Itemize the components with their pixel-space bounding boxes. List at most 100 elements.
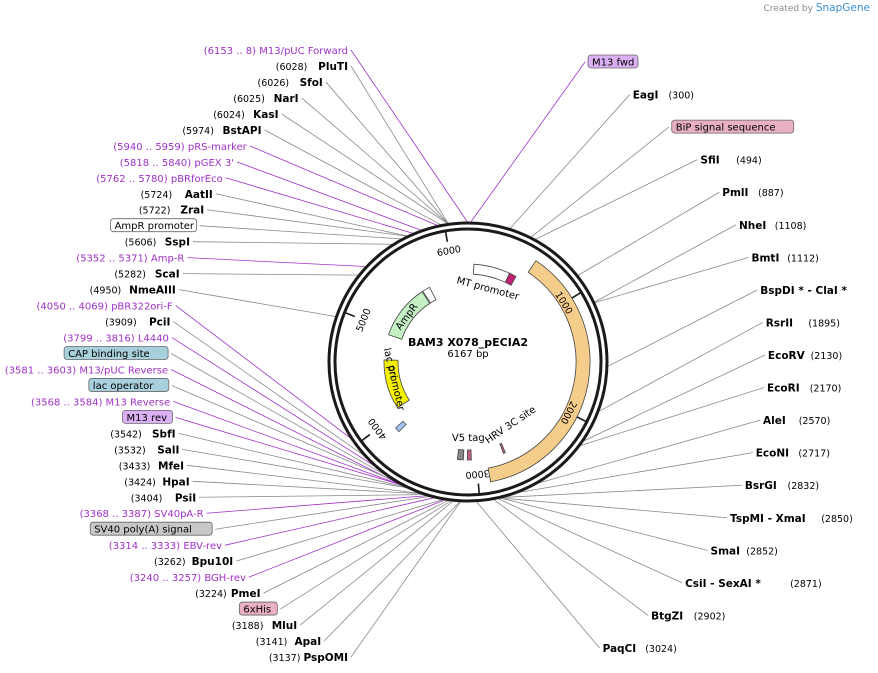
label-right-12-position: (2717) <box>798 449 830 460</box>
label-left-30: SV40 poly(A) signal <box>89 521 213 536</box>
label-left-18-leader <box>171 337 375 466</box>
label-left-16: (4050 .. 4069) pBR322ori-F <box>36 302 172 313</box>
label-left-0-leader <box>350 49 468 223</box>
label-left-31: (3314 .. 3333) EBV-rev <box>109 541 222 552</box>
feature-arc-lac-promoter <box>394 420 407 433</box>
label-left-25-leader <box>182 448 407 489</box>
label-left-13-leader <box>187 257 366 267</box>
label-left-29-feature: (3368 .. 3387) SV40pA-R <box>80 509 204 520</box>
label-left-17-name: PciI <box>149 317 170 329</box>
feature-arc-ampr <box>388 291 431 340</box>
label-left-18-feature: (3799 .. 3816) L4440 <box>63 334 169 345</box>
tick-label-3000: 3000 <box>465 467 490 480</box>
label-right-17-position: (2902) <box>694 611 726 622</box>
label-left-38-leader <box>350 501 461 658</box>
label-left-2-position: (6026) <box>258 78 290 89</box>
label-left-22: (3568 .. 3584) M13 Reverse <box>31 397 170 408</box>
label-right-5-leader <box>594 224 737 303</box>
label-left-28-leader <box>199 494 424 498</box>
label-right-8: RsrII(1895) <box>766 317 840 329</box>
label-right-2-box <box>671 119 795 134</box>
label-left-19-box <box>63 346 169 360</box>
label-left-23-leader <box>175 417 401 486</box>
label-left-32-position: (3262) <box>154 557 186 568</box>
label-left-20: (3581 .. 3603) M13/pUC Reverse <box>5 365 168 376</box>
label-right-3: SfiI(494) <box>700 155 761 167</box>
label-right-5-name: NheI <box>739 220 766 232</box>
label-left-25: SalI(3532) <box>114 444 179 456</box>
label-right-7-leader <box>607 289 758 367</box>
label-left-11-text: AmpR promoter <box>115 221 195 232</box>
plasmid-name: BAM3 X078_pECIA2 <box>408 336 528 349</box>
label-left-0: (6153 .. 8) M13/pUC Forward <box>204 46 348 57</box>
label-left-12-position: (5606) <box>125 238 157 249</box>
credit-brand: SnapGene <box>815 2 870 14</box>
label-left-10: ZraI(5722) <box>139 205 204 217</box>
label-right-10-name: EcoRI <box>767 383 800 395</box>
feature-arc-long-cds <box>487 260 591 483</box>
label-right-7-name: BspDI * - ClaI * <box>760 285 847 297</box>
label-left-27: HpaI(3424) <box>124 476 189 488</box>
label-left-3-position: (6025) <box>233 94 265 105</box>
label-left-24: SbfI(3542) <box>110 428 175 440</box>
label-right-9: EcoRV(2130) <box>768 350 842 362</box>
label-right-4-position: (887) <box>758 188 784 199</box>
label-left-36-leader <box>299 500 454 626</box>
label-left-14-name: ScaI <box>155 269 180 281</box>
label-right-15-name: SmaI <box>711 545 741 557</box>
tick-mark-4000 <box>360 433 371 442</box>
label-left-5-leader <box>264 129 441 226</box>
label-left-29: (3368 .. 3387) SV40pA-R <box>80 509 204 520</box>
label-right-18: PaqCI(3024) <box>603 643 677 655</box>
label-left-1: PluTI(6028) <box>276 61 348 73</box>
label-left-19-text: CAP binding site <box>68 349 150 360</box>
label-right-17-name: BtgZI <box>651 610 683 622</box>
label-left-28: PsiI(3404) <box>131 492 196 504</box>
label-left-6: (5940 .. 5959) pRS-marker <box>113 142 247 153</box>
label-left-2: SfoI (6026) <box>258 77 323 89</box>
label-right-6: BmtI(1112) <box>751 252 818 264</box>
inner-label-ori: ori <box>386 365 399 379</box>
label-right-11: AleI(2570) <box>763 415 830 427</box>
label-left-13: (5352 .. 5371) Amp-R <box>76 254 184 265</box>
label-right-16-leader <box>497 498 683 584</box>
label-left-31-feature: (3314 .. 3333) EBV-rev <box>109 541 222 552</box>
label-left-3-leader <box>301 97 449 224</box>
label-right-1-leader <box>509 94 631 229</box>
label-left-37-leader <box>323 501 461 642</box>
label-left-6-leader <box>249 145 438 226</box>
label-right-11-leader <box>537 419 761 484</box>
label-left-33-feature: (3240 .. 3257) BGH-rev <box>130 573 246 584</box>
label-right-15-position: (2852) <box>746 546 778 557</box>
label-left-3-name: NarI <box>274 93 299 105</box>
label-left-38: PspOMI(3137) <box>269 652 348 664</box>
label-left-32-name: Bpu10I <box>192 556 234 568</box>
label-right-17-leader <box>493 499 649 616</box>
label-left-11: AmpR promoter <box>110 218 197 232</box>
feature-layer <box>383 260 591 483</box>
label-left-34-name: PmeI <box>231 588 261 600</box>
label-left-7: (5818 .. 5840) pGEX 3' <box>120 158 234 169</box>
label-right-12-leader <box>519 452 753 493</box>
label-right-7: BspDI * - ClaI *(1572) <box>760 285 847 297</box>
label-left-9-name: AatII <box>185 189 213 201</box>
label-right-1-name: EagI <box>633 90 659 102</box>
label-left-2-name: SfoI <box>300 77 323 89</box>
label-right-1: EagI (300) <box>633 90 694 102</box>
label-left-27-name: HpaI <box>162 476 189 488</box>
label-right-6-leader <box>594 256 749 304</box>
tick-label-2000: 2000 <box>558 399 579 426</box>
backbone-inner-ring <box>333 227 603 497</box>
tick-label-4000: 4000 <box>366 416 389 442</box>
label-right-4-name: PmlI <box>722 187 748 199</box>
label-left-26: MfeI(3433) <box>119 460 184 472</box>
label-left-34: PmeI(3224) <box>195 588 260 600</box>
label-right-14-position: (2850) <box>821 514 853 525</box>
label-right-1-position: (300) <box>668 91 694 102</box>
label-left-38-position: (3137) <box>269 653 301 664</box>
credit-prefix: Created by <box>763 4 813 14</box>
label-right-11-position: (2570) <box>799 416 831 427</box>
label-left-1-position: (6028) <box>276 62 308 73</box>
